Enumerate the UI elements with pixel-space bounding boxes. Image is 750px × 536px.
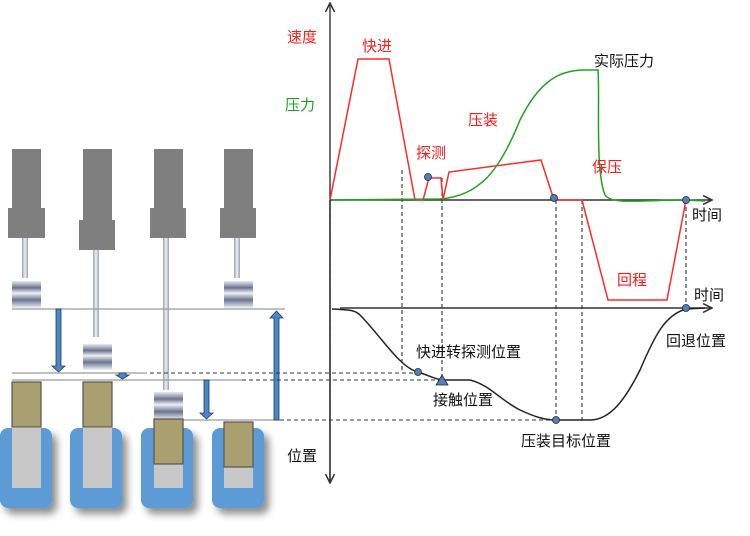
label-pressure-axis: 压力 bbox=[285, 96, 315, 114]
label-speed-axis: 速度 bbox=[287, 28, 317, 46]
ram-body bbox=[83, 149, 112, 221]
position-curve bbox=[331, 307, 706, 421]
press-tool bbox=[224, 281, 253, 308]
target-marker bbox=[552, 416, 560, 424]
ram-body bbox=[154, 149, 183, 209]
label-position-axis: 位置 bbox=[287, 447, 317, 465]
ram-head bbox=[79, 220, 115, 250]
press-tool bbox=[12, 281, 41, 308]
ram-rod bbox=[22, 238, 28, 278]
label-press-fit: 压装 bbox=[468, 111, 498, 129]
arrow-down-fast bbox=[50, 308, 67, 373]
press-illustration bbox=[0, 149, 285, 508]
ram-body bbox=[12, 149, 41, 209]
label-hold-pressure: 保压 bbox=[592, 158, 622, 176]
ram-head bbox=[8, 208, 45, 238]
label-press-target-position: 压装目标位置 bbox=[521, 432, 611, 450]
press-tool bbox=[83, 344, 112, 370]
retract-marker bbox=[682, 304, 690, 312]
ram-rod bbox=[234, 238, 240, 278]
speed-curve bbox=[329, 58, 687, 301]
ram-stage-3 bbox=[150, 149, 186, 420]
ram-rod bbox=[93, 250, 99, 337]
pressure-curve bbox=[331, 69, 706, 202]
ram-stage-1 bbox=[8, 149, 45, 308]
label-time-bottom: 时间 bbox=[694, 286, 724, 304]
label-retract-position: 回退位置 bbox=[666, 332, 726, 350]
contact-marker bbox=[435, 374, 449, 386]
probe-start-marker bbox=[424, 173, 432, 181]
part-4 bbox=[223, 421, 254, 468]
arrow-up-return bbox=[269, 310, 284, 421]
part-2 bbox=[82, 381, 113, 428]
ram-stage-4 bbox=[220, 149, 256, 308]
fixture-bore bbox=[83, 428, 112, 488]
label-return-stroke: 回程 bbox=[617, 271, 647, 289]
press-end-marker bbox=[550, 194, 558, 202]
label-fast-advance: 快进 bbox=[362, 37, 392, 55]
fixture-bore bbox=[12, 428, 41, 488]
label-contact-position: 接触位置 bbox=[433, 391, 493, 409]
press-tool bbox=[154, 392, 183, 420]
ram-body bbox=[224, 149, 253, 209]
label-time-top: 时间 bbox=[692, 206, 722, 224]
fast-to-probe-marker bbox=[414, 368, 422, 376]
charts: 速度 压力 快进 探测 压装 实际压力 保压 回程 时间 时间 位置 快进转探测… bbox=[150, 3, 726, 483]
label-probe: 探测 bbox=[416, 144, 446, 162]
return-end-marker bbox=[682, 196, 690, 204]
label-actual-pressure: 实际压力 bbox=[594, 52, 654, 70]
ram-head bbox=[220, 208, 256, 238]
ram-stage-2 bbox=[79, 149, 115, 370]
label-fast-to-probe-position: 快进转探测位置 bbox=[416, 343, 521, 361]
ram-rod bbox=[163, 238, 169, 390]
arrow-down-probe bbox=[114, 372, 131, 380]
ram-head bbox=[150, 208, 186, 238]
arrow-down-press bbox=[198, 379, 215, 420]
part-1 bbox=[11, 381, 42, 428]
part-3 bbox=[153, 418, 184, 465]
